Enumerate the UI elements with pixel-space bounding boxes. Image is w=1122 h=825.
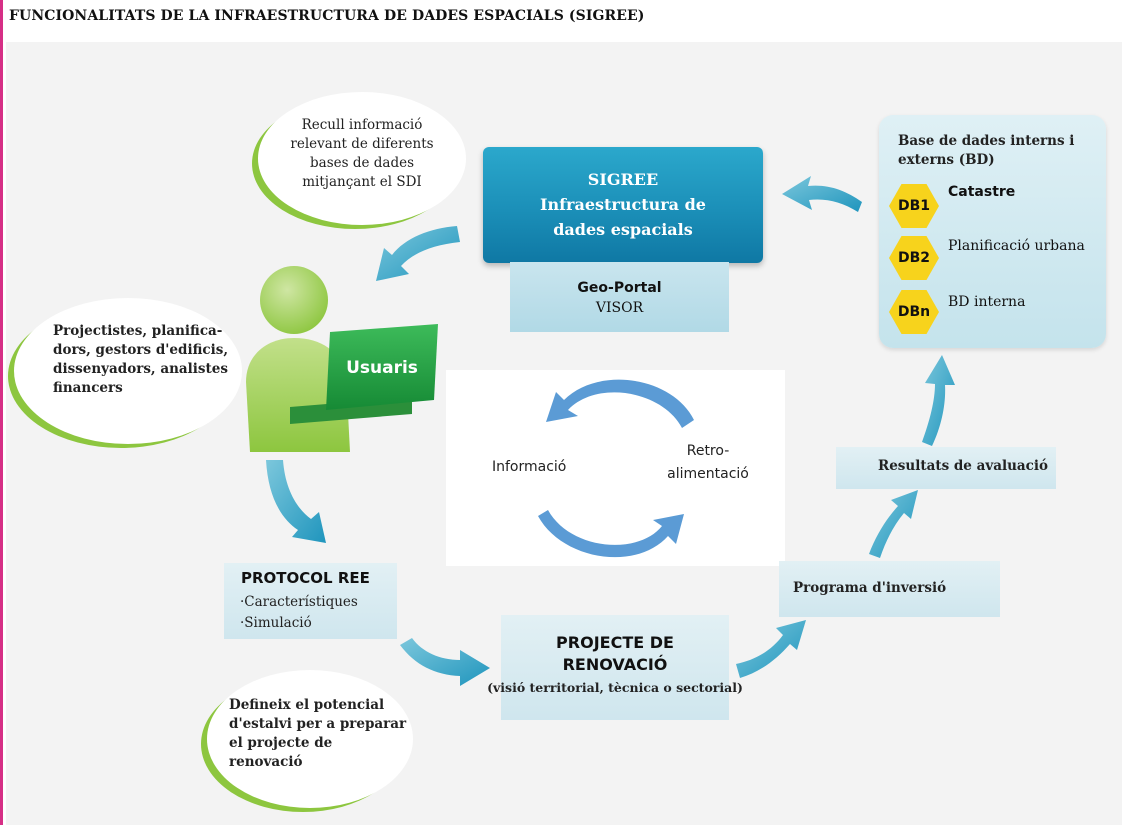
db2-label: Planificació urbana (948, 238, 1085, 254)
cycle-panel: Informació Retro- alimentació (446, 370, 785, 566)
bubble-potential-line: el projecte de (229, 735, 333, 751)
db2-hex-badge: DB2 (889, 236, 939, 280)
bubble-potential: Defineix el potencial d'estalvi per a pr… (207, 670, 413, 808)
results-box: Resultats de avaluació (836, 447, 1056, 489)
bubble-users-line: Projectistes, planifica- (53, 323, 223, 339)
database-box: Base de dades interns i externs (BD) DB1… (879, 115, 1106, 348)
bubble-users-line: dissenyadors, analistes (53, 361, 228, 377)
sigree-subtitle-1: Infraestructura de (540, 195, 706, 214)
arrow-sigree-to-user (376, 226, 460, 281)
project-title-line: PROJECTE DE (556, 633, 674, 652)
investment-label: Programa d'inversió (793, 580, 947, 596)
protocol-items: ·Característiques ·Simulació (240, 592, 358, 634)
arrow-programa-to-resultats (869, 490, 918, 558)
arrow-db-to-sigree (782, 176, 862, 212)
bubble-potential-line: Defineix el potencial (229, 697, 385, 713)
dbn-hex-badge: DBn (889, 290, 939, 334)
results-label: Resultats de avaluació (878, 458, 1048, 474)
bubble-recull-line: Recull informació (301, 117, 423, 133)
arrow-user-to-protocol (266, 460, 326, 543)
dbn-label: BD interna (948, 294, 1026, 310)
database-title: Base de dades interns i externs (BD) (898, 132, 1098, 170)
sigree-box: SIGREE Infraestructura de dades espacial… (483, 147, 763, 263)
protocol-title: PROTOCOL REE (241, 569, 370, 587)
sigree-title: SIGREE (587, 170, 659, 189)
cycle-arrows-icon (538, 379, 694, 558)
users-label: Usuaris (346, 358, 418, 378)
geoportal-subtitle: VISOR (595, 300, 644, 316)
project-subtitle: (visió territorial, tècnica o sectorial) (487, 680, 743, 695)
bubble-users-line: dors, gestors d'edificis, (53, 342, 229, 358)
project-box (501, 615, 729, 720)
arrow-projecte-to-programa (736, 620, 806, 678)
bubble-users: Projectistes, planifica- dors, gestors d… (14, 298, 242, 444)
cycle-feedback-label: Retro- alimentació (658, 440, 758, 486)
protocol-item: ·Característiques (240, 594, 358, 610)
project-title-line: RENOVACIÓ (562, 655, 668, 674)
arrow-resultats-to-db (922, 355, 955, 446)
db1-label: Catastre (948, 184, 1016, 200)
sigree-subtitle-2: dades espacials (553, 220, 693, 239)
protocol-box: PROTOCOL REE ·Característiques ·Simulaci… (224, 563, 397, 639)
bubble-recull: Recull informació relevant de diferents … (258, 92, 466, 225)
database-title-line: Base de dades interns i (898, 133, 1075, 149)
cycle-feedback-line: alimentació (667, 466, 749, 482)
project-title: PROJECTE DE RENOVACIÓ (501, 632, 729, 676)
cycle-feedback-line: Retro- (686, 443, 730, 459)
bubble-users-line: financers (53, 380, 123, 396)
protocol-item: ·Simulació (240, 615, 312, 631)
accent-bar (0, 0, 3, 825)
bubble-recull-line: bases de dades (310, 155, 414, 171)
bubble-potential-line: d'estalvi per a preparar (229, 716, 407, 732)
bubble-recull-line: mitjançant el SDI (302, 174, 422, 190)
arrow-protocol-to-projecte (400, 638, 490, 686)
geoportal-box: Geo-Portal VISOR (510, 262, 729, 332)
user-laptop-icon (246, 266, 438, 452)
page-title: FUNCIONALITATS DE LA INFRAESTRUCTURA DE … (9, 8, 645, 24)
database-title-line: externs (BD) (898, 152, 995, 168)
cycle-information-label: Informació (492, 459, 567, 475)
bubble-potential-line: renovació (229, 754, 303, 770)
geoportal-title: Geo-Portal (577, 280, 662, 296)
investment-box: Programa d'inversió (779, 561, 1000, 617)
db1-hex-badge: DB1 (889, 184, 939, 228)
bubble-recull-line: relevant de diferents (290, 136, 434, 152)
